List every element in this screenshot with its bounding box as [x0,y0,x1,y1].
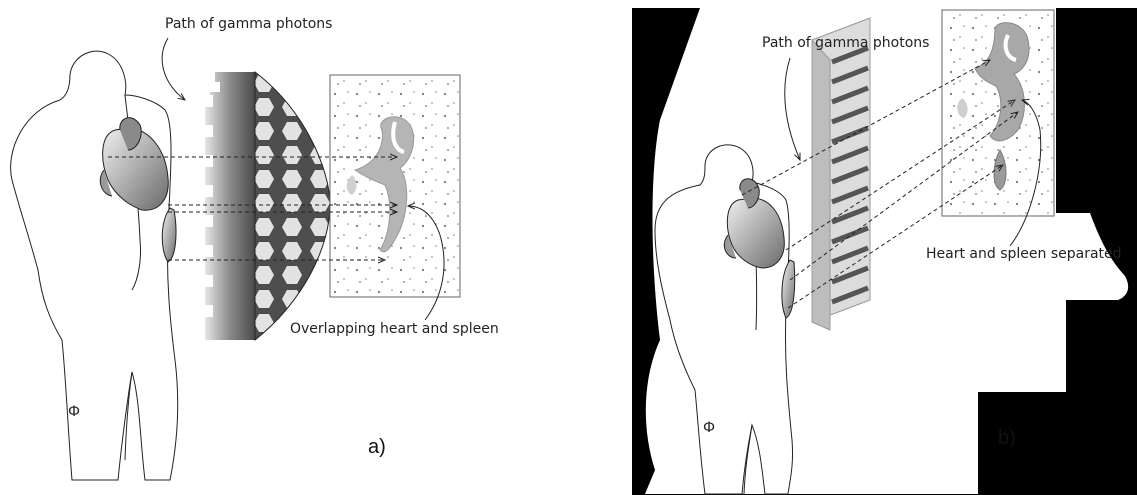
caption-photons-a: Path of gamma photons [165,16,332,32]
image-plate-b [942,10,1054,216]
caption-image-b: Heart and spleen separated [926,246,1122,262]
collimator-b [812,18,870,330]
panel-label-a: a) [368,436,386,458]
body-outline [11,51,178,480]
collimator-a [203,72,330,340]
leader-photons-a [162,38,185,100]
image-plate-a [330,75,460,297]
caption-photons-b: Path of gamma photons [762,35,929,51]
hand-mark: Ф [68,404,80,420]
panel-a: Ф [11,16,499,480]
panel-label-b: b) [998,427,1016,449]
panel-b: Ф [632,8,1137,495]
caption-image-a: Overlapping heart and spleen [290,321,499,337]
hand-mark-b: Ф [703,420,715,436]
